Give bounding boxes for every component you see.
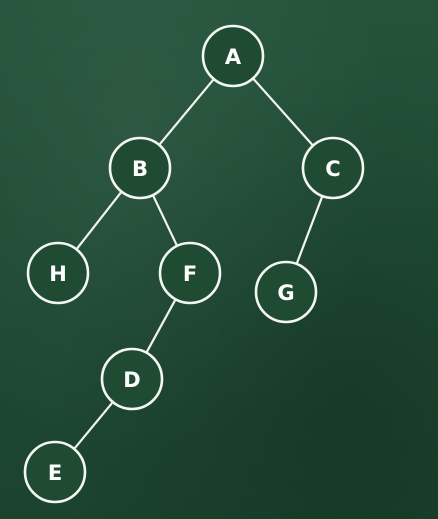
tree-node-g: G	[254, 260, 318, 324]
edge-a-b	[158, 77, 215, 147]
tree-node-h: H	[26, 241, 90, 305]
node-circle	[201, 24, 265, 88]
node-label: C	[325, 157, 340, 181]
tree-node-c: C	[301, 136, 365, 200]
node-label: G	[277, 281, 294, 305]
node-label: H	[49, 262, 67, 286]
tree-node-a: A	[201, 24, 265, 88]
tree-node-d: D	[100, 347, 164, 411]
node-circle	[100, 347, 164, 411]
tree-node-b: B	[108, 136, 172, 200]
node-circle	[108, 136, 172, 200]
node-circle	[26, 241, 90, 305]
node-label: D	[123, 368, 140, 392]
node-label: E	[48, 461, 62, 485]
tree-edges	[73, 77, 324, 450]
tree-node-e: E	[23, 440, 87, 504]
node-circle	[254, 260, 318, 324]
edge-f-d	[145, 298, 177, 354]
node-circle	[23, 440, 87, 504]
node-label: B	[132, 157, 148, 181]
edge-c-g	[295, 194, 324, 266]
node-label: F	[183, 262, 197, 286]
edge-b-h	[75, 190, 123, 251]
node-label: A	[225, 45, 242, 69]
tree-node-f: F	[158, 241, 222, 305]
node-circle	[301, 136, 365, 200]
node-circle	[158, 241, 222, 305]
edge-d-e	[73, 401, 114, 450]
tree-nodes: A B C H F G D E	[23, 24, 365, 504]
edge-a-c	[251, 77, 315, 147]
edge-b-f	[151, 193, 179, 248]
